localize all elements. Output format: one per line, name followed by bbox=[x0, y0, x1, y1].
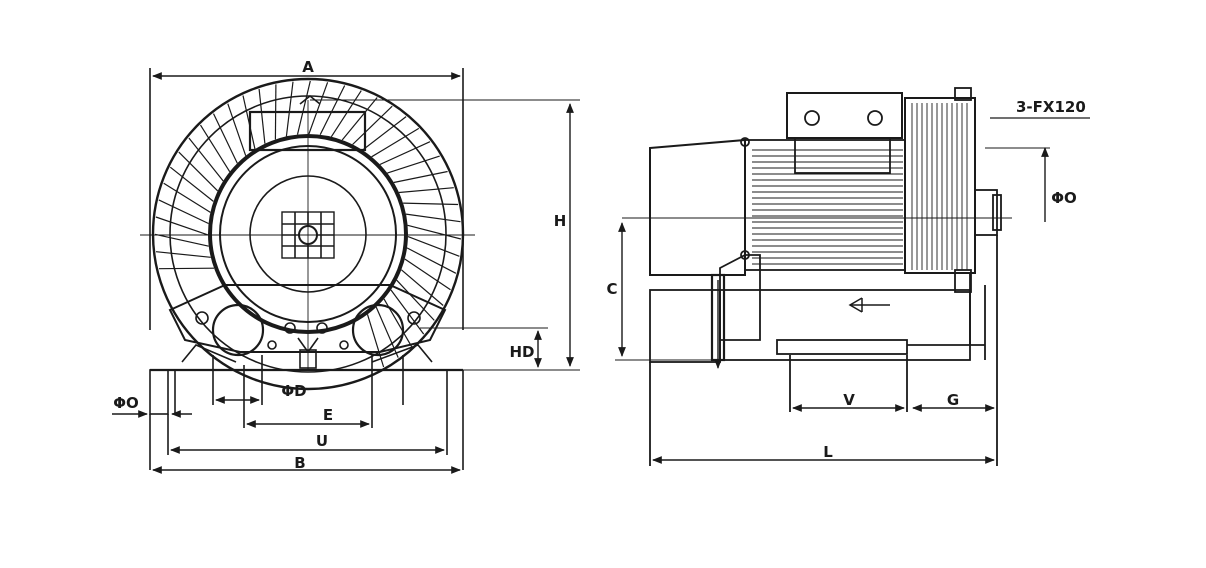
label-model: 3-FX120 bbox=[1016, 98, 1086, 116]
side-dimension-arrows bbox=[618, 147, 1049, 464]
label-phi-o-side: ΦO bbox=[1051, 189, 1077, 207]
motor-ribs bbox=[752, 149, 903, 265]
label-e: E bbox=[323, 406, 333, 424]
label-g: G bbox=[947, 391, 959, 409]
side-view bbox=[615, 87, 1090, 466]
front-view bbox=[140, 68, 580, 470]
label-phi-d: ΦD bbox=[281, 382, 306, 400]
blower-ribs bbox=[911, 103, 968, 270]
label-a: A bbox=[302, 58, 314, 76]
cooling-fins bbox=[154, 80, 462, 368]
label-l: L bbox=[823, 443, 833, 461]
label-phi-o-front: ΦO bbox=[113, 394, 139, 412]
label-u: U bbox=[316, 432, 328, 450]
label-b: B bbox=[294, 454, 305, 472]
label-c: C bbox=[606, 280, 617, 298]
label-v: V bbox=[843, 391, 855, 409]
front-dimension-arrows bbox=[112, 72, 574, 474]
label-h: H bbox=[554, 212, 567, 230]
label-hd: HD bbox=[509, 343, 534, 361]
